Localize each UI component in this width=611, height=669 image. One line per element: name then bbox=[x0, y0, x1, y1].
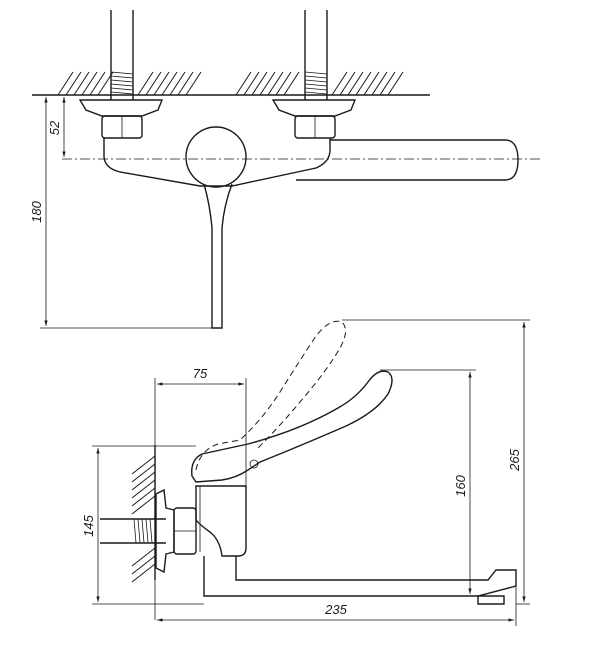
nut-right bbox=[294, 115, 336, 139]
dim-75-label: 75 bbox=[193, 366, 208, 381]
dim-52-label: 52 bbox=[47, 120, 62, 135]
dim-145-label: 145 bbox=[81, 514, 96, 536]
side-flange bbox=[155, 488, 175, 574]
pipe-left bbox=[110, 10, 134, 100]
dim-180-label: 180 bbox=[29, 200, 44, 222]
side-lever-closed bbox=[191, 370, 393, 483]
top-view: 52 180 bbox=[29, 10, 540, 329]
side-body bbox=[195, 485, 247, 557]
flange-left bbox=[78, 99, 164, 117]
dim-265-label: 265 bbox=[507, 448, 522, 471]
side-lever-open bbox=[195, 320, 346, 471]
dim-235-label: 235 bbox=[324, 602, 347, 617]
top-lever bbox=[203, 183, 233, 329]
top-cartridge bbox=[185, 126, 247, 188]
side-aerator bbox=[477, 595, 505, 605]
nut-left bbox=[101, 115, 143, 139]
top-spout bbox=[296, 139, 519, 181]
side-wall-hatching bbox=[131, 445, 156, 583]
dim-160-label: 160 bbox=[453, 474, 468, 496]
top-wall-hatching bbox=[32, 71, 430, 96]
side-view: 75 145 160 265 235 bbox=[81, 319, 530, 626]
side-nut bbox=[173, 507, 197, 555]
pipe-right bbox=[304, 10, 328, 100]
top-body bbox=[103, 138, 331, 187]
flange-right bbox=[271, 99, 357, 117]
side-spout bbox=[203, 556, 517, 597]
